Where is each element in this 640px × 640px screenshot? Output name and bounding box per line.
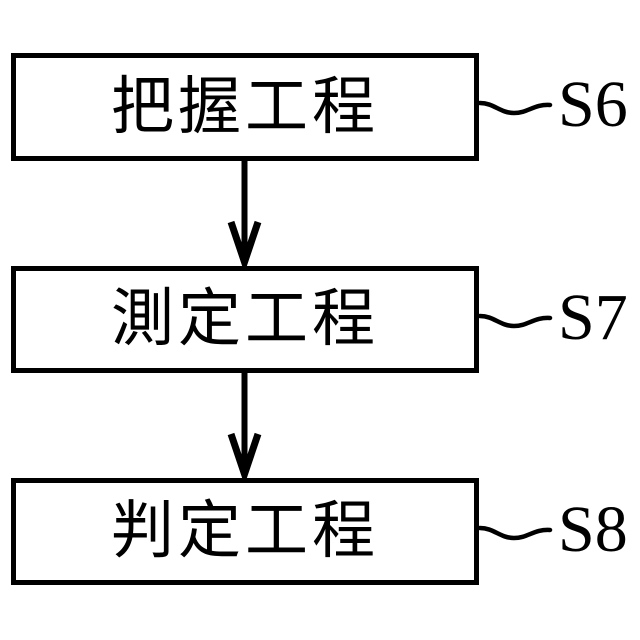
process-box-s6[interactable]: 把握工程 bbox=[11, 53, 479, 161]
leader-s8 bbox=[477, 525, 553, 541]
reference-label-s8: S8 bbox=[558, 493, 628, 566]
reference-label-s6: S6 bbox=[558, 68, 628, 141]
process-box-s8-label: 判定工程 bbox=[111, 494, 379, 567]
arrow-s7-s8 bbox=[227, 373, 262, 485]
process-box-s7-label: 測定工程 bbox=[111, 282, 379, 355]
leader-s6 bbox=[477, 100, 553, 116]
process-box-s7[interactable]: 測定工程 bbox=[11, 266, 479, 373]
leader-s7 bbox=[477, 313, 553, 329]
process-box-s6-label: 把握工程 bbox=[111, 69, 379, 143]
reference-label-s7: S7 bbox=[558, 281, 628, 354]
process-box-s8[interactable]: 判定工程 bbox=[11, 478, 479, 585]
arrow-s6-s7 bbox=[227, 161, 262, 273]
